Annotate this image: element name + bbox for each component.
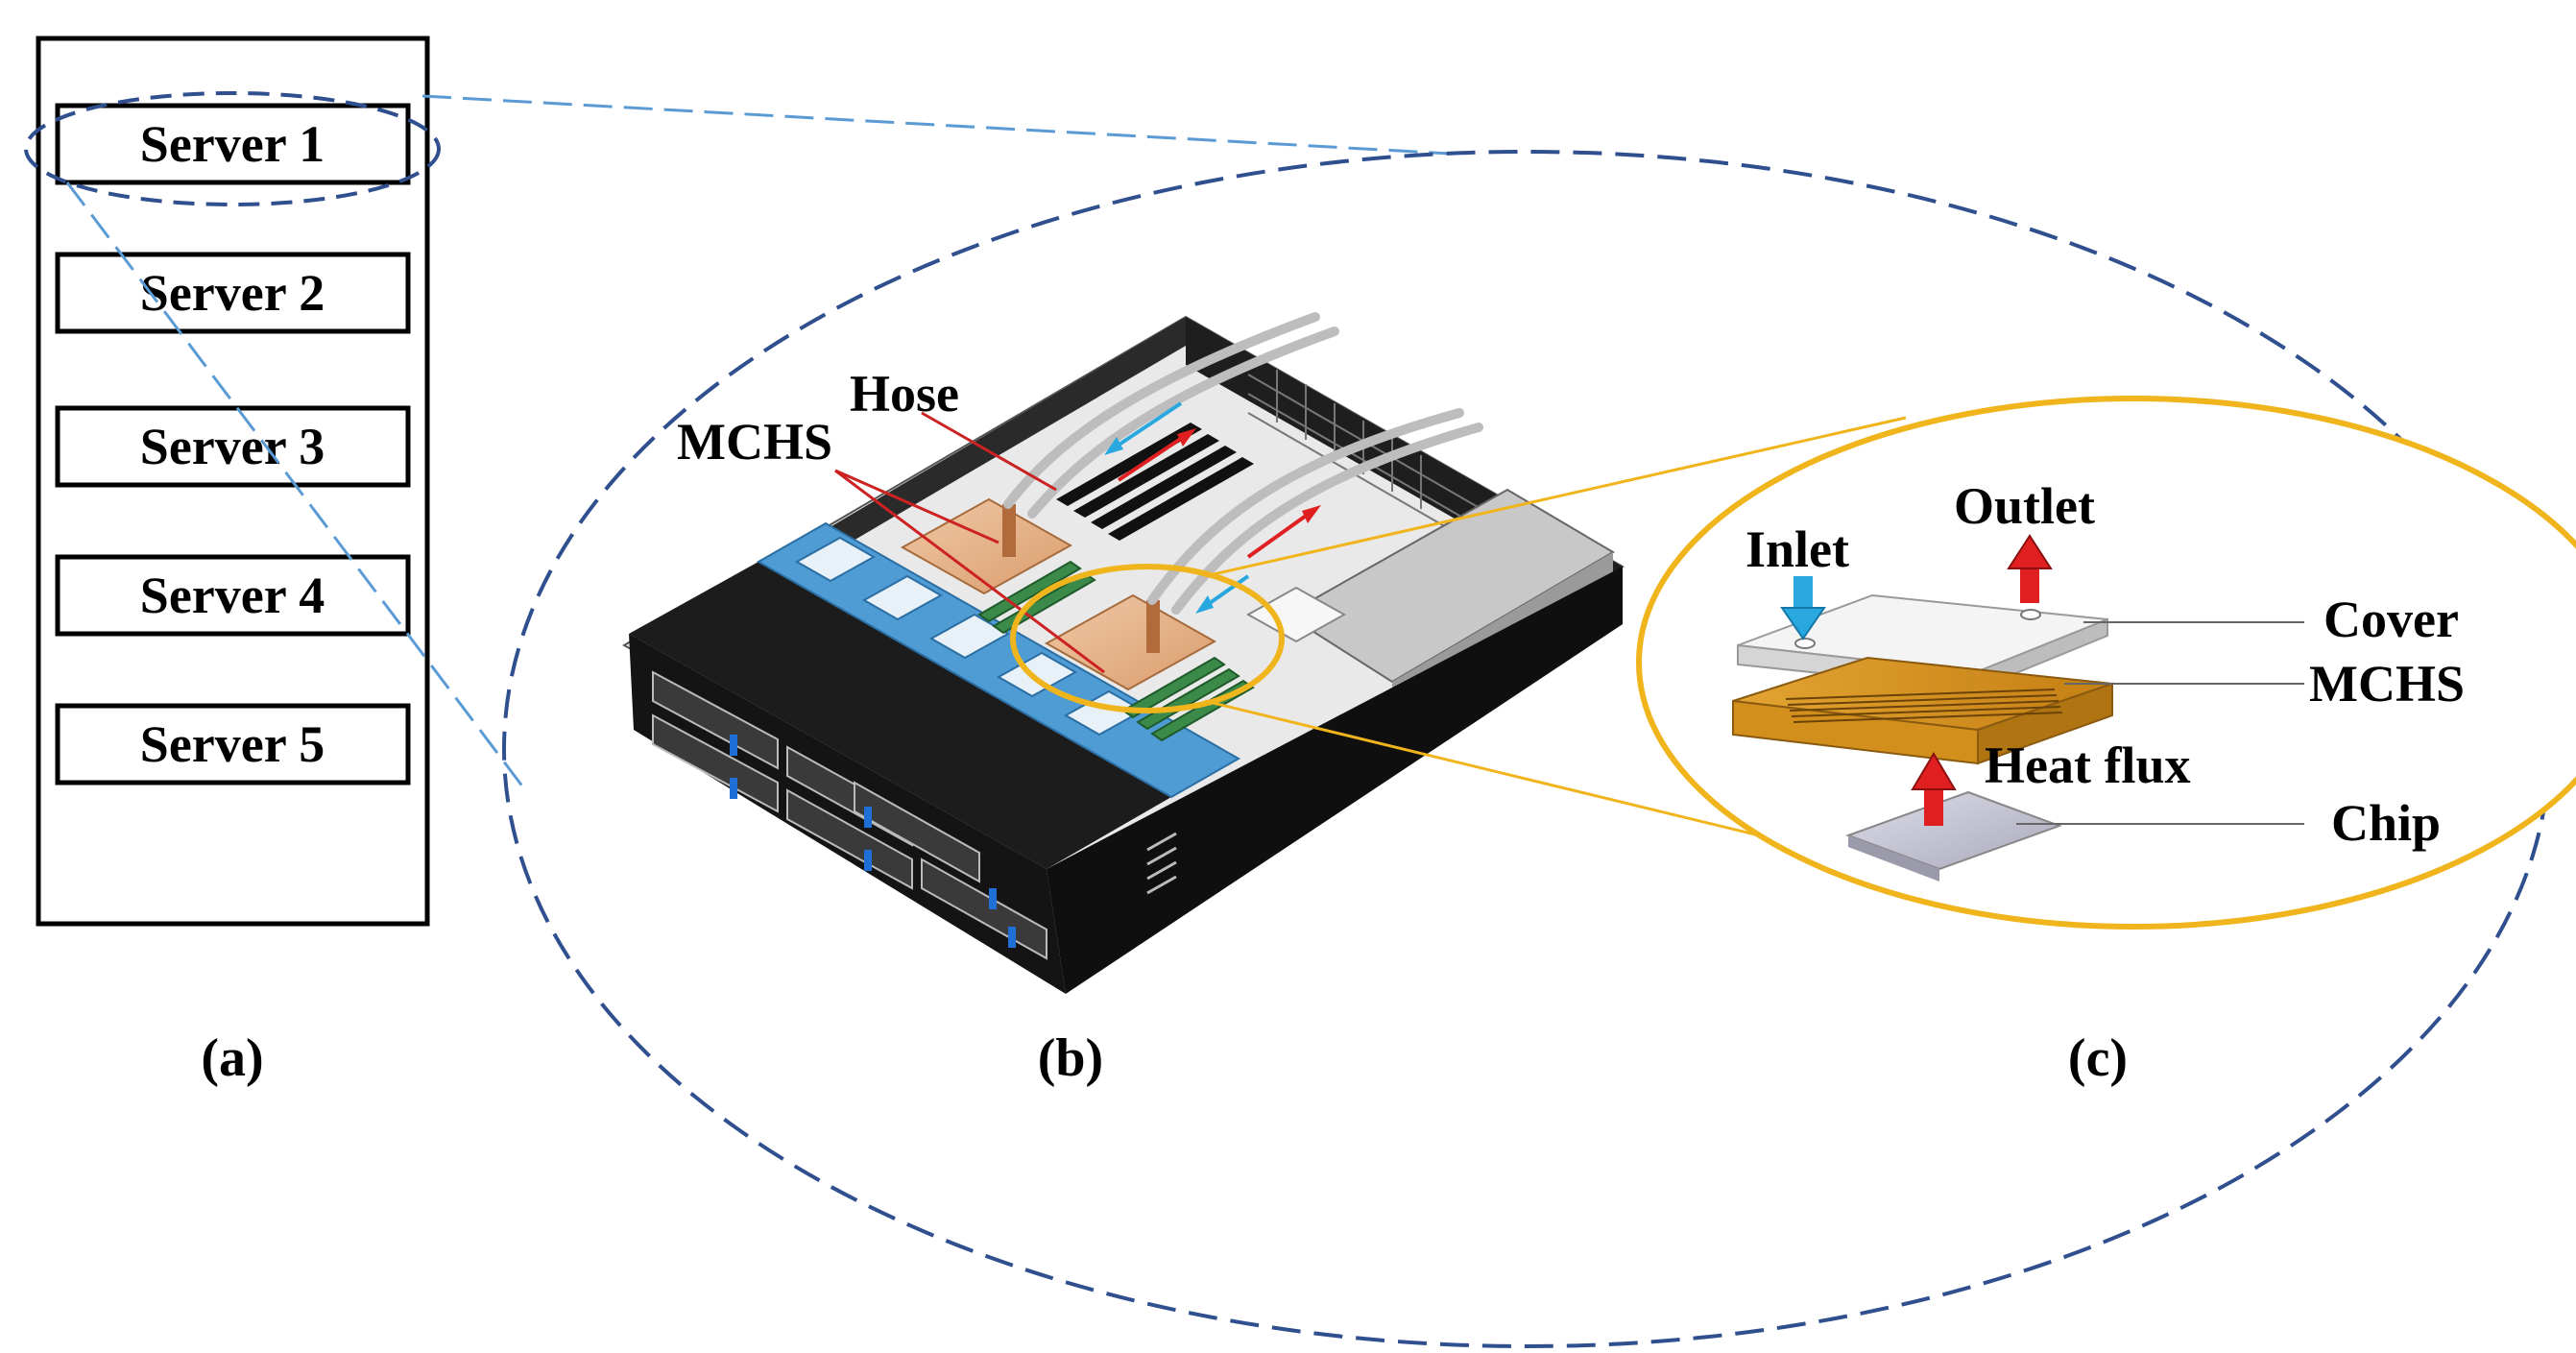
mchs-plate-end <box>1977 682 2113 765</box>
zoom-connector-top <box>1204 416 1907 578</box>
micro-channels <box>1785 689 2063 723</box>
server-illustration: Hose MCHS <box>621 312 1625 994</box>
mchs-pipe-2 <box>1146 600 1160 653</box>
fans <box>794 536 1145 737</box>
heat-flux-arrow <box>1911 752 1957 826</box>
mchs-detail-label: MCHS <box>2309 655 2465 713</box>
inlet-label: Inlet <box>1745 520 1849 578</box>
panel-label-b: (b) <box>1038 1028 1103 1088</box>
mchs-pipe-1 <box>1002 504 1016 557</box>
heat-flux-label: Heat flux <box>1985 737 2190 794</box>
hose-leader <box>921 411 1057 492</box>
panel-label-a: (a) <box>201 1028 263 1088</box>
chassis-back-wall <box>763 317 1186 591</box>
ram-modules <box>977 560 1255 742</box>
exploded-detail: Inlet Outlet Cover MCHS Heat flux Chip <box>1732 477 2465 882</box>
chassis-right-side <box>1047 567 1623 994</box>
mchs-leader-2 <box>834 469 1105 674</box>
flow-arrows-server <box>1104 401 1321 614</box>
rack-server-label: Server 5 <box>140 715 325 773</box>
panel-label-c: (c) <box>2068 1028 2128 1088</box>
rack-server-5: Server 5 <box>55 703 411 785</box>
mchs-block-2 <box>1044 593 1217 691</box>
server-rack: Server 1 Server 2 Server 3 Server 4 Serv… <box>24 36 441 927</box>
rack-server-label: Server 4 <box>140 567 325 624</box>
chip-label: Chip <box>2331 794 2441 852</box>
rack-server-4: Server 4 <box>55 554 411 637</box>
mchs-label: MCHS <box>677 413 832 471</box>
mchs-leader-1 <box>834 469 999 544</box>
zoom-leader-top <box>421 94 1451 156</box>
chip-highlight-ellipse <box>1010 564 1285 713</box>
rack-server-1: Server 1 <box>55 103 411 185</box>
rack-server-2: Server 2 <box>55 252 411 334</box>
outlet-label: Outlet <box>1954 477 2095 535</box>
front-panel-top <box>629 562 1171 869</box>
rack-server-3: Server 3 <box>55 405 411 488</box>
rack-server-label: Server 3 <box>140 418 325 475</box>
chip-plate-side <box>1848 835 1939 882</box>
rack-server-label: Server 2 <box>140 264 325 322</box>
outlet-port <box>2020 609 2041 620</box>
front-vents <box>1146 832 1177 895</box>
inlet-port <box>1794 638 1816 649</box>
server-1-highlight-ellipse <box>24 91 441 206</box>
hose-label: Hose <box>850 365 959 423</box>
detail-zoom-ellipse <box>1636 396 2576 930</box>
rack-server-label: Server 1 <box>140 115 325 173</box>
zoom-leader-bottom <box>65 181 525 788</box>
pcie-slots <box>1056 423 1254 541</box>
drive-bay-leds <box>730 735 1016 948</box>
mchs-block-1 <box>900 497 1073 595</box>
cover-label: Cover <box>2323 591 2459 648</box>
drive-bays <box>652 670 1047 960</box>
inlet-arrow <box>1780 576 1826 640</box>
outlet-arrow <box>2007 534 2053 603</box>
